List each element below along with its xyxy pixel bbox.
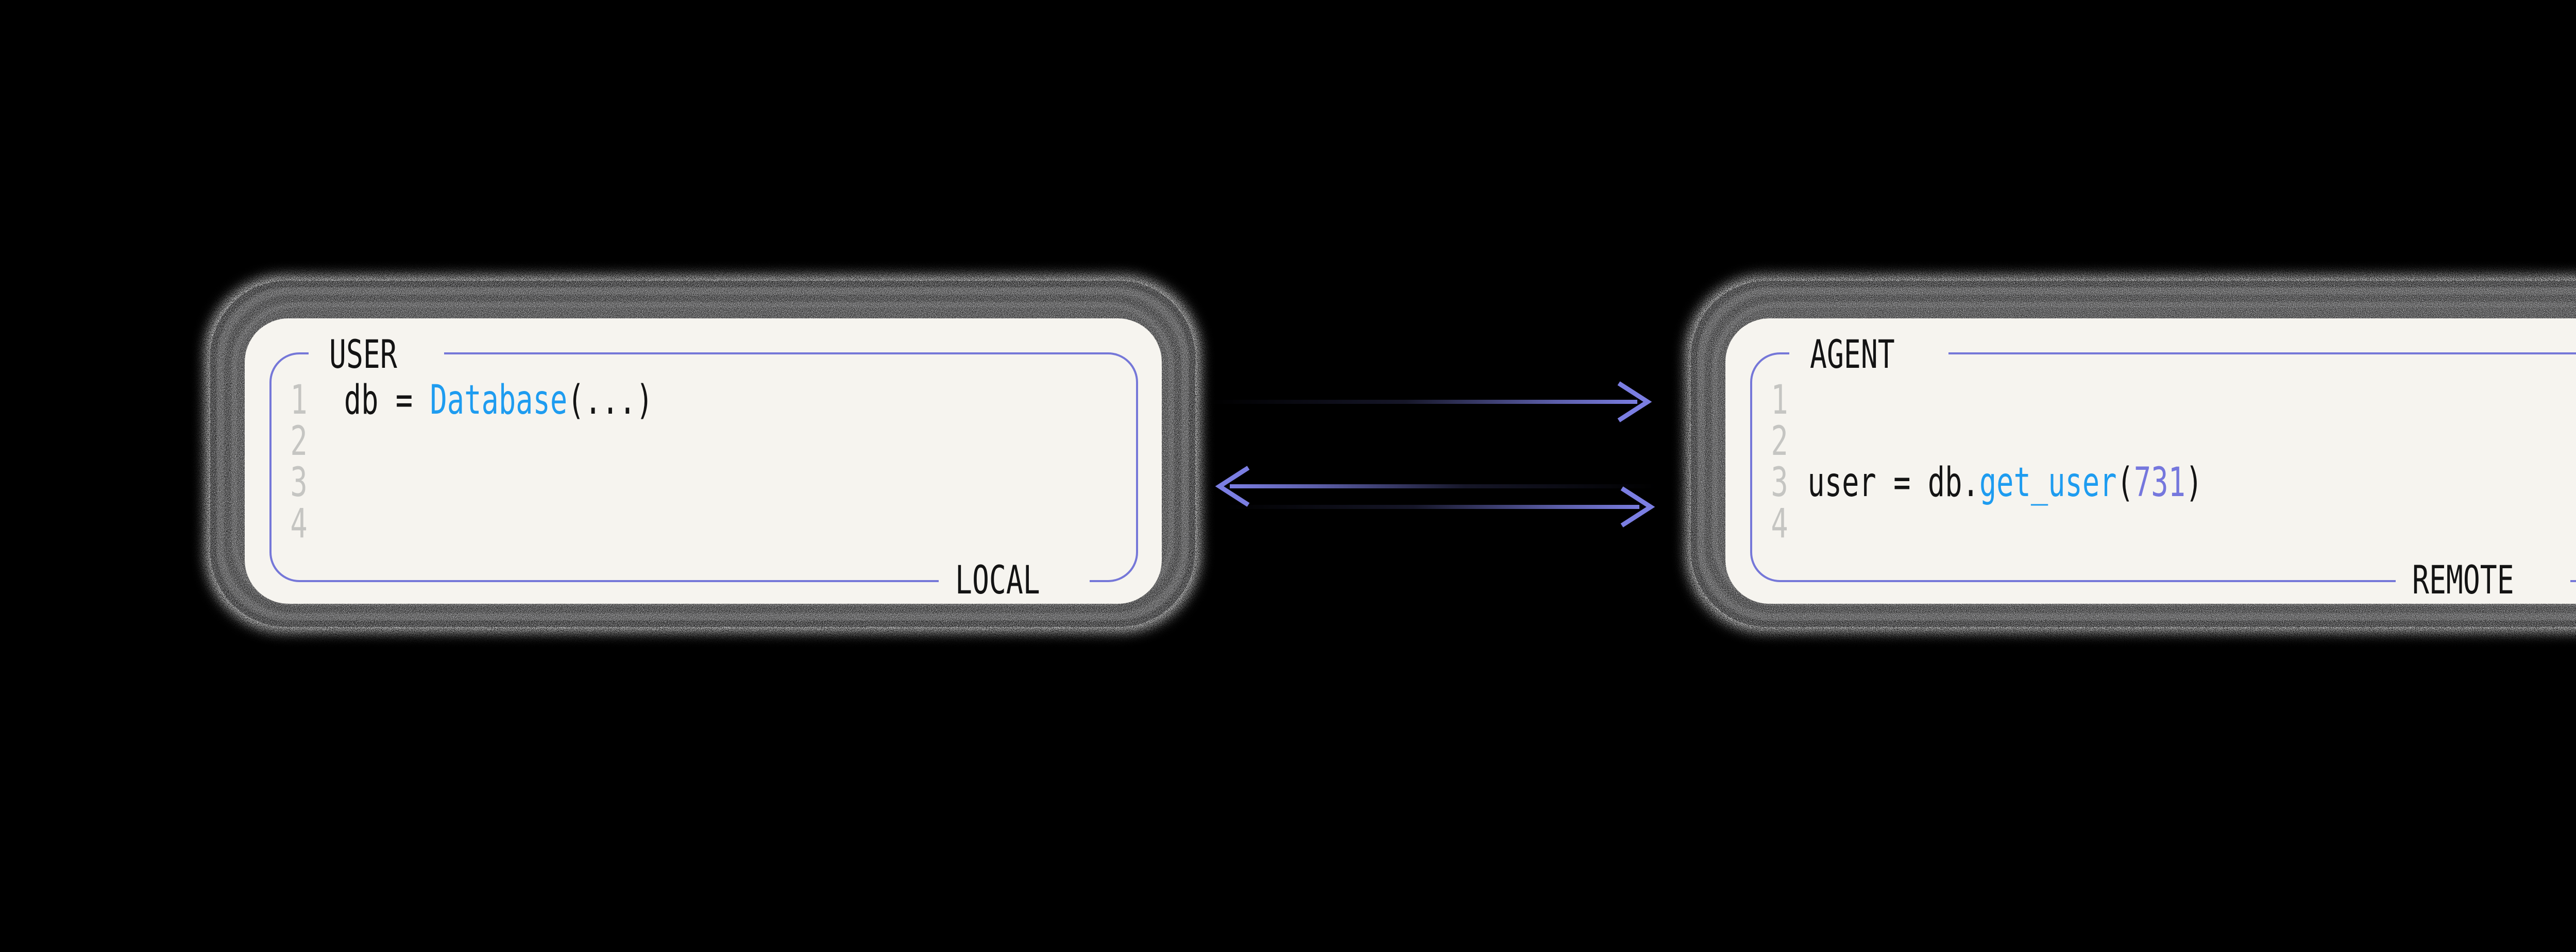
role-legend: USER: [309, 331, 445, 378]
code-literal: 731: [2133, 460, 2185, 506]
terminal-screen: AGENT REMOTE 1 2 3 user = db.get_user(731…: [1725, 318, 2576, 604]
code-line: 4: [1756, 503, 2576, 545]
code-text: user = db.: [1807, 460, 1979, 506]
code-frame: USER LOCAL: [269, 331, 1138, 604]
role-legend: AGENT: [1789, 331, 1948, 378]
code-text: db =: [327, 377, 430, 423]
code-line: 1 db = Database(...): [276, 380, 1141, 421]
code-function: Database: [430, 377, 568, 423]
line-number: 2: [290, 418, 308, 465]
code-line: 3 user = db.get_user(731): [1756, 462, 2576, 503]
call-arrow-top-icon: [1211, 381, 1652, 422]
line-number: 1: [290, 377, 308, 423]
response-arrow-icon: [1215, 466, 1656, 507]
line-number: 4: [290, 501, 308, 547]
line-number: 1: [1771, 377, 1788, 423]
location-legend: LOCAL: [939, 556, 1090, 604]
code-line: 2: [1756, 421, 2576, 462]
terminal-screen: USER LOCAL 1 db = Database(...) 2 3 4: [245, 318, 1162, 604]
code-function: get_user: [1979, 460, 2117, 506]
call-arrow-bottom-icon: [1225, 486, 1655, 528]
line-number: 2: [1771, 418, 1788, 465]
role-legend-label: AGENT: [1810, 331, 1895, 377]
code-line: 4: [276, 503, 1141, 545]
code-line: 2: [276, 421, 1141, 462]
code-text: ): [2185, 460, 2203, 506]
code-editor: 1 2 3 user = db.get_user(731) 4: [1756, 380, 2576, 545]
location-legend: REMOTE: [2396, 556, 2570, 604]
line-number: 3: [290, 460, 308, 506]
code-text: (: [2116, 460, 2134, 506]
line-number: 3: [1771, 460, 1788, 506]
location-legend-label: REMOTE: [2412, 557, 2515, 603]
location-legend-label: LOCAL: [955, 557, 1040, 603]
remote-terminal: AGENT REMOTE 1 2 3 user = db.get_user(731…: [1668, 258, 2576, 650]
local-terminal: USER LOCAL 1 db = Database(...) 2 3 4: [187, 258, 1218, 650]
message-arrows: [1211, 381, 1656, 528]
code-text: (...): [567, 377, 653, 423]
line-number: 4: [1771, 501, 1788, 547]
role-legend-label: USER: [329, 331, 397, 377]
code-line: 1: [1756, 380, 2576, 421]
code-line: 3: [276, 462, 1141, 503]
code-frame: AGENT REMOTE: [1750, 331, 2576, 604]
code-editor: 1 db = Database(...) 2 3 4: [276, 380, 1141, 545]
